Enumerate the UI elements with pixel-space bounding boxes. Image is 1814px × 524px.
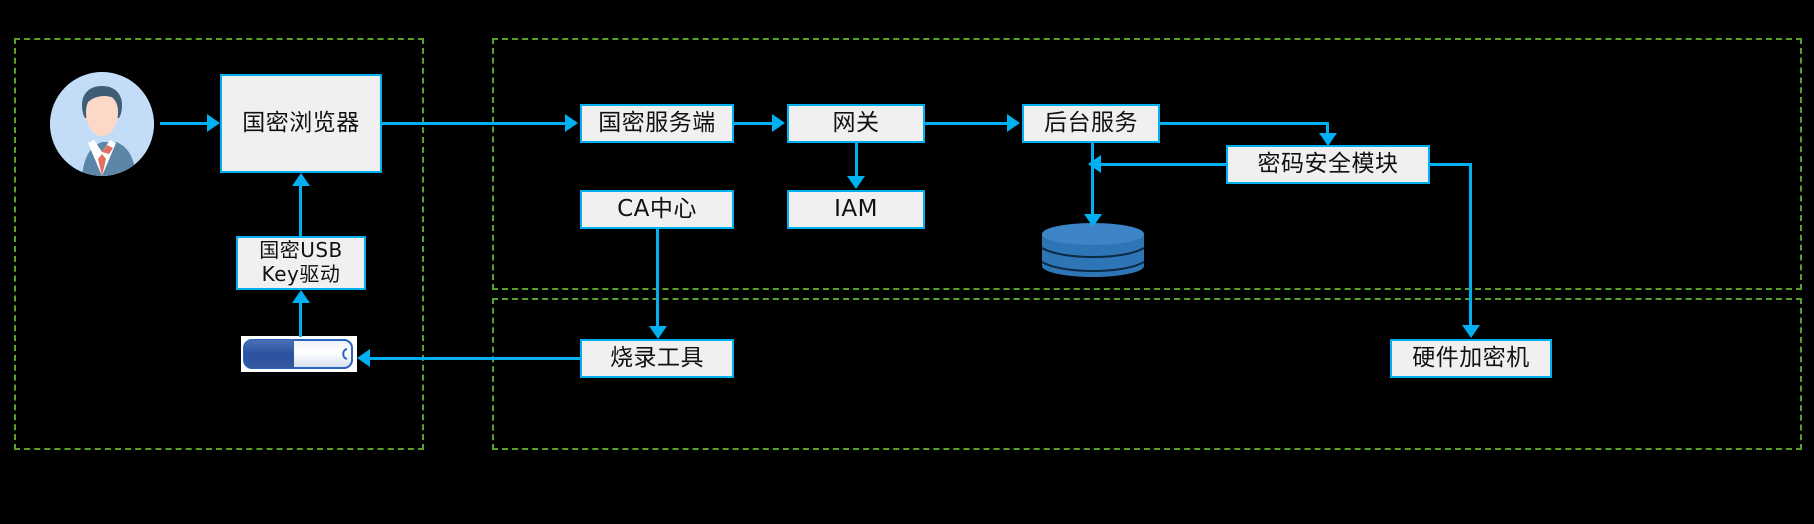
node-backend[interactable]: 后台服务 [1022,104,1160,143]
node-hsm[interactable]: 硬件加密机 [1390,339,1552,378]
arrow-backend-to-database [1084,214,1102,227]
edge-user-to-browser [160,122,208,125]
edge-crypto-to-hsm-v [1469,163,1472,327]
node-usb-key-driver[interactable]: 国密USB Key驱动 [236,236,366,290]
node-iam[interactable]: IAM [787,190,925,229]
zone-client [14,38,424,450]
edge-backend-to-crypto-v [1326,122,1329,136]
node-gateway[interactable]: 网关 [787,104,925,143]
arrow-burn-to-usbkey [357,349,370,367]
usb-key-driver-line2: Key驱动 [261,262,341,286]
edge-driver-to-browser [299,186,302,236]
zone-device [492,298,1802,450]
arrow-smserver-to-gateway [772,114,785,132]
edge-crypto-to-backend [1100,163,1226,166]
usb-key-icon [241,336,357,372]
edge-ca-to-burn [656,229,659,327]
node-browser[interactable]: 国密浏览器 [220,74,382,173]
arrow-usbkey-to-driver [292,290,310,303]
user-avatar-icon [50,72,154,176]
edge-smserver-to-gateway [734,122,774,125]
database-cylinder-icon [1040,222,1146,278]
zone-server [492,38,1802,290]
edge-browser-to-sm-server [382,122,566,125]
edge-burn-to-usbkey [370,357,580,360]
node-sm-server[interactable]: 国密服务端 [580,104,734,143]
edge-gateway-to-iam [855,143,858,177]
edge-backend-to-database [1091,143,1094,215]
arrow-driver-to-browser [292,173,310,186]
node-crypto-module[interactable]: 密码安全模块 [1226,145,1430,184]
arrow-crypto-to-hsm [1462,325,1480,338]
usb-key-driver-line1: 国密USB [259,238,343,263]
edge-crypto-to-hsm-h [1430,163,1472,166]
arrow-gateway-to-backend [1007,114,1020,132]
arrow-ca-to-burn [649,326,667,339]
arrow-user-to-browser [207,114,220,132]
arrow-backend-to-crypto [1319,133,1337,146]
node-burn-tool[interactable]: 烧录工具 [580,339,734,378]
node-ca-center[interactable]: CA中心 [580,190,734,229]
arrow-crypto-to-backend [1088,155,1101,173]
edge-usbkey-to-driver [299,303,302,337]
arrow-gateway-to-iam [847,176,865,189]
edge-gateway-to-backend [925,122,1007,125]
edge-backend-to-crypto-h [1160,122,1328,125]
arrow-browser-to-sm-server [565,114,578,132]
